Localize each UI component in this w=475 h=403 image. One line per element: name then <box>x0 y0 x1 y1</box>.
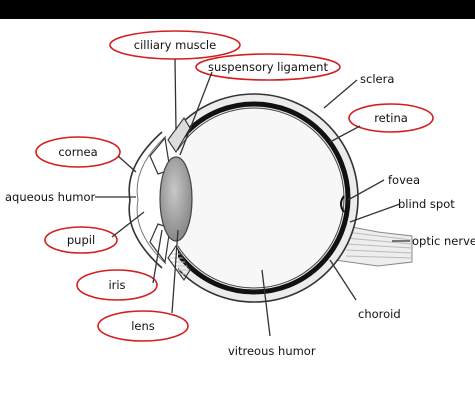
label-iris: iris <box>108 278 125 292</box>
label-ciliary-muscle: cilliary muscle <box>134 38 216 52</box>
label-blind-spot: blind spot <box>398 197 455 211</box>
label-optic-nerve: optic nerve <box>412 234 475 248</box>
label-retina: retina <box>374 111 408 125</box>
label-cornea: cornea <box>58 145 97 159</box>
lens-shape <box>160 157 192 241</box>
label-suspensory-ligament: suspensory ligament <box>208 60 328 74</box>
label-choroid: choroid <box>358 307 401 321</box>
leader-choroid <box>330 260 356 300</box>
label-aqueous-humor: aqueous humor <box>5 190 95 204</box>
leader-cornea <box>118 156 136 172</box>
label-sclera: sclera <box>360 72 394 86</box>
leader-sclera <box>324 80 357 108</box>
label-fovea: fovea <box>388 173 420 187</box>
label-vitreous-humor: vitreous humor <box>228 344 316 358</box>
label-pupil: pupil <box>67 233 95 247</box>
label-lens: lens <box>131 319 155 333</box>
